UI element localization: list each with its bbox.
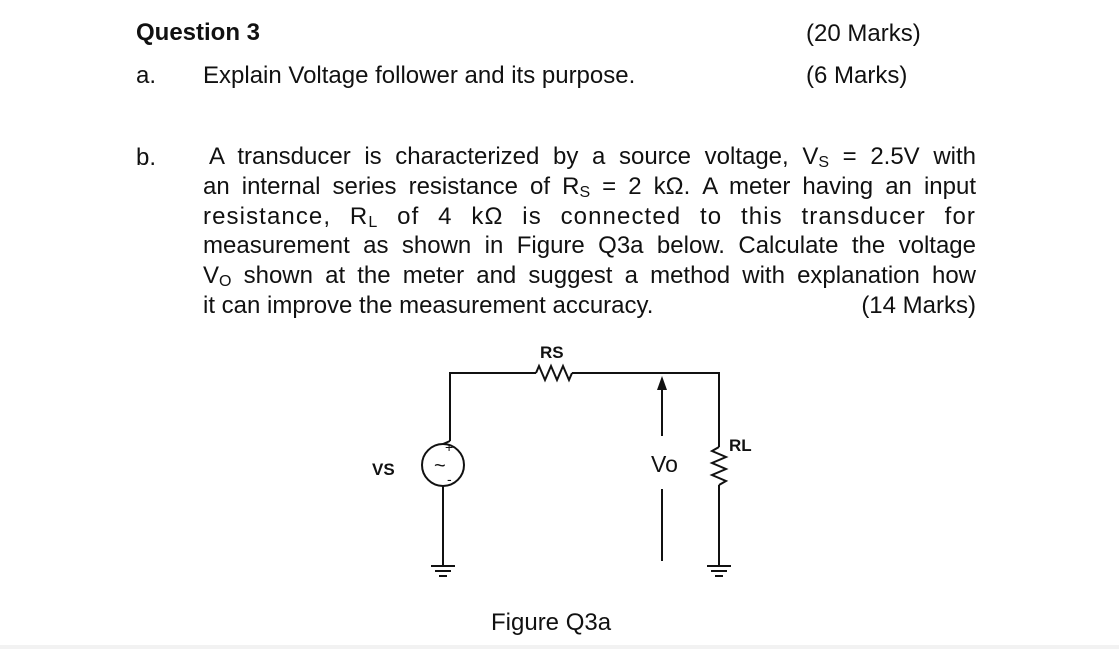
part-b-paragraph: A transducer is characterized by a sourc… [203,142,976,321]
part-b-line-5: VO shown at the meter and suggest a meth… [203,262,976,291]
part-a-marks: (6 Marks) [806,62,908,89]
rs-label: RS [540,343,564,362]
vs-tilde-sign: ~ [434,455,446,477]
page-bottom-edge [0,645,1119,649]
rl-label: RL [729,436,752,455]
part-b-line-4: measurement as shown in Figure Q3a below… [203,232,976,260]
part-a-label: a. [136,62,157,89]
vs-upper-wire [442,440,451,445]
vs-minus-sign: - [447,471,452,487]
part-b-line-6: it can improve the measurement accuracy.… [203,291,976,319]
part-b-label: b. [136,144,157,171]
part-b-line-3: resistance, RL of 4 kΩ is connected to t… [203,202,976,231]
vo-label: Vo [651,451,678,477]
part-b-line-1: A transducer is characterized by a sourc… [209,143,976,171]
part-b-marks: (14 Marks) [861,291,976,319]
part-b-line-2: an internal series resistance of RS = 2 … [203,172,977,201]
top-wire [449,372,536,441]
ground-right [707,565,731,577]
ground-left [431,565,455,577]
question-title: Question 3 [136,19,261,46]
vs-plus-sign: + [445,439,453,455]
figure-caption: Figure Q3a [491,609,612,636]
part-a-text: Explain Voltage follower and its purpose… [203,62,636,89]
vs-label: VS [372,460,395,479]
rl-resistor [709,446,729,486]
question-total-marks: (20 Marks) [806,20,921,47]
rs-resistor [535,363,573,383]
top-wire-right [572,372,720,447]
vo-arrow-head [657,376,667,390]
